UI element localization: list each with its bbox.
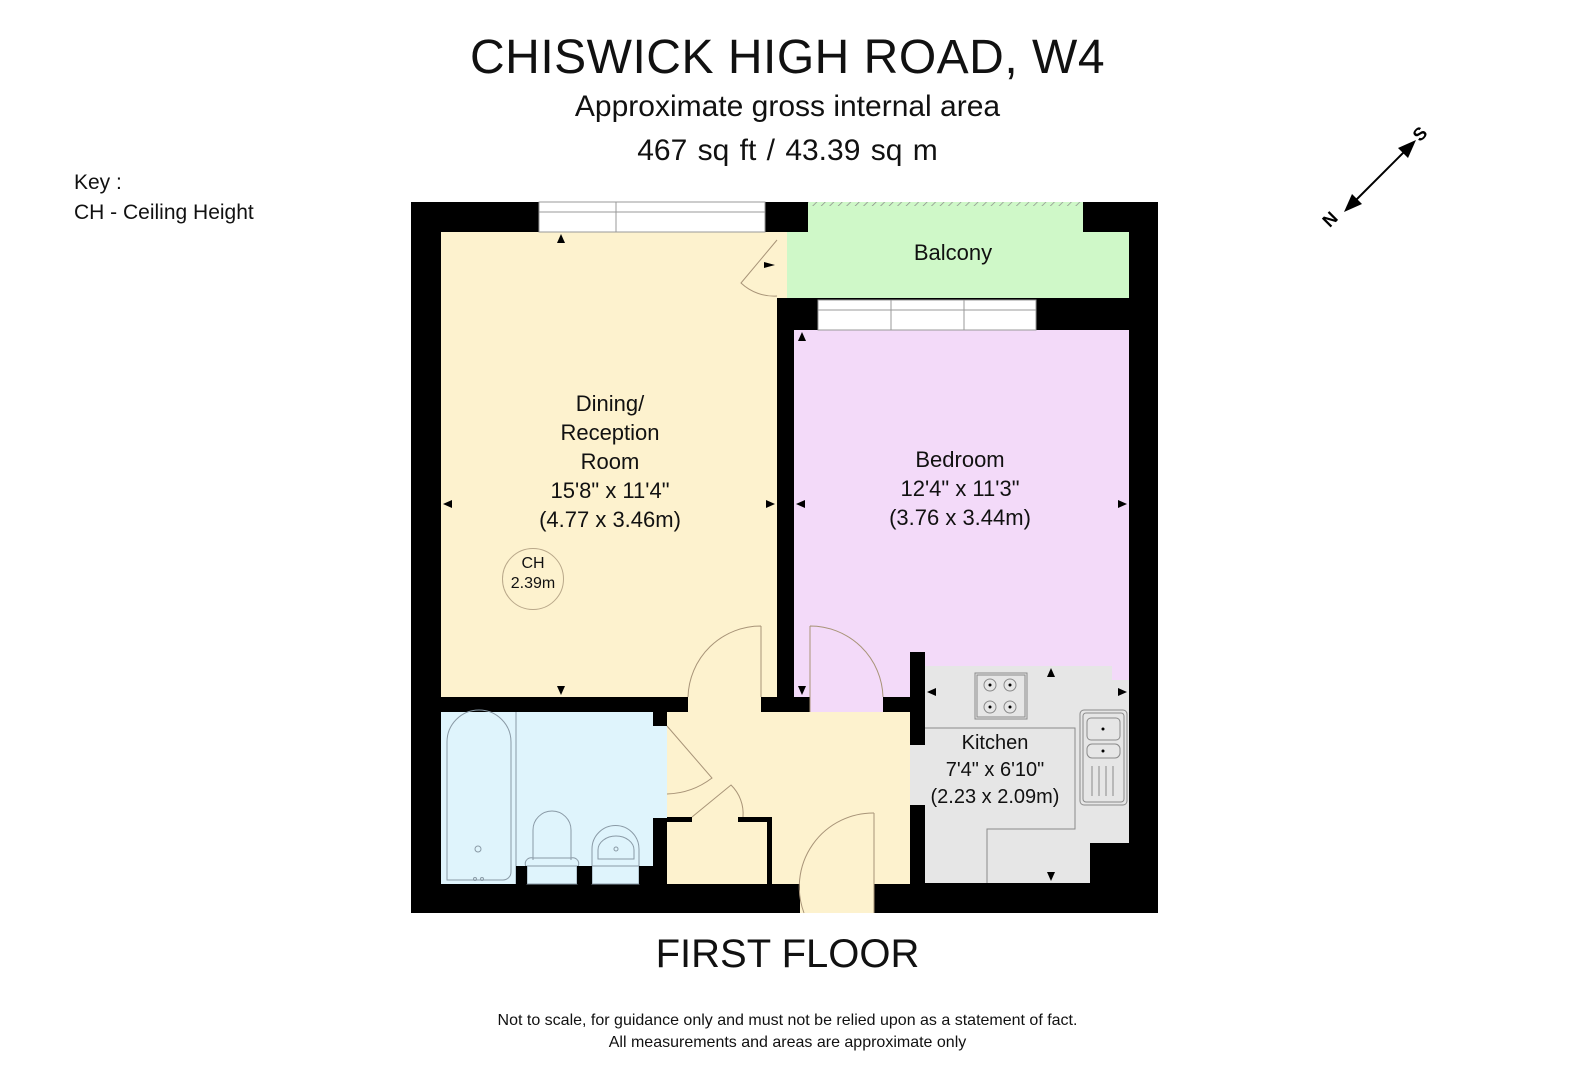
key-entry-ceiling-height: CH - Ceiling Height <box>74 201 254 224</box>
room-dining-reception <box>441 232 777 697</box>
room-name-line: Room <box>580 449 640 474</box>
dimension-markers <box>443 234 1127 881</box>
label-kitchen: Kitchen 7'4" x 6'10" (2.23 x 2.09m) <box>915 730 1075 811</box>
disclaimer-line: Not to scale, for guidance only and must… <box>497 1012 1078 1029</box>
room-name-line: Balcony <box>913 240 993 265</box>
window-reception <box>538 201 766 233</box>
window-bedroom <box>817 299 1037 331</box>
door-bedroom <box>809 625 884 712</box>
room-name-line: Dining/ <box>575 391 645 416</box>
label-dining-reception: Dining/ Reception Room 15'8" x 11'4" (4.… <box>500 389 720 534</box>
disclaimer: Not to scale, for guidance only and must… <box>0 1010 1575 1054</box>
room-name-line: Kitchen <box>961 732 1029 754</box>
worktop-outline <box>925 727 1076 883</box>
floor-label: FIRST FLOOR <box>655 932 920 976</box>
room-dimensions-imperial: 12'4" x 11'3" <box>900 476 1020 501</box>
room-dimensions-imperial: 7'4" x 6'10" <box>945 759 1045 781</box>
room-dimensions-imperial: 15'8" x 11'4" <box>550 478 670 503</box>
hob-icon <box>974 672 1028 720</box>
ceiling-height-label: CH <box>521 555 545 572</box>
basin-icon <box>591 825 640 866</box>
room-balcony <box>808 202 1083 232</box>
room-name-line: Bedroom <box>915 447 1005 472</box>
disclaimer-line: All measurements and areas are approxima… <box>608 1034 967 1051</box>
property-title: CHISWICK HIGH ROAD, W4 <box>469 31 1106 84</box>
label-bedroom: Bedroom 12'4" x 11'3" (3.76 x 3.44m) <box>850 445 1070 532</box>
door-bathroom <box>666 725 713 795</box>
room-dimensions-metric: (3.76 x 3.44m) <box>889 505 1031 530</box>
room-dimensions-metric: (4.77 x 3.46m) <box>539 507 681 532</box>
key-heading: Key : <box>74 171 122 194</box>
room-bathroom <box>441 712 653 884</box>
label-balcony: Balcony <box>853 238 1053 267</box>
room-dimensions-metric: (2.23 x 2.09m) <box>930 786 1060 808</box>
door-entrance <box>798 812 875 914</box>
north-south-arrow-icon: S N <box>1318 110 1440 231</box>
room-hallway <box>667 712 910 884</box>
door-cupboard <box>691 784 744 818</box>
gross-area: 467 sq ft / 43.39 sq m <box>637 134 938 167</box>
sink-icon <box>1079 709 1128 806</box>
ceiling-height-marker: CH 2.39m <box>502 548 564 610</box>
area-subtitle: Approximate gross internal area <box>574 90 1001 123</box>
bathtub-icon <box>446 709 512 881</box>
door-reception <box>687 625 762 698</box>
door-balcony <box>740 239 778 297</box>
room-kitchen <box>925 666 1112 883</box>
ceiling-height-value: 2.39m <box>510 575 556 592</box>
key-legend: Key : CH - Ceiling Height <box>74 168 254 228</box>
room-name-line: Reception <box>560 420 660 445</box>
toilet-icon <box>532 810 572 860</box>
